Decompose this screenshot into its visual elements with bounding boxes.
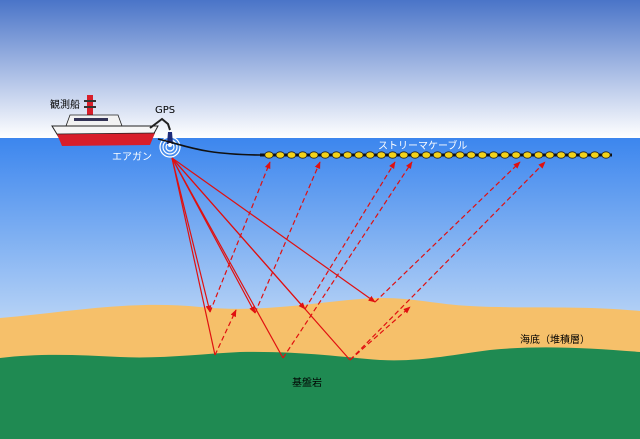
ray-reflected (214, 309, 237, 356)
ship-label: 観測船 (50, 98, 80, 111)
streamer-float (477, 151, 487, 159)
ray-down (171, 157, 212, 313)
streamer-float (511, 151, 521, 159)
airgun-label: エアガン (112, 151, 152, 163)
gps-label: GPS (155, 105, 175, 116)
bedrock-label: 基盤岩 (292, 376, 322, 389)
streamer-float (489, 151, 499, 159)
sea (0, 138, 640, 328)
ray-reflected (209, 161, 271, 313)
streamer-float (455, 151, 465, 159)
streamer-float (298, 151, 308, 159)
streamer-float (578, 151, 589, 159)
streamer-float (500, 151, 510, 159)
streamer-float (545, 151, 555, 159)
streamer-float (376, 151, 386, 159)
ray-reflected (349, 161, 546, 361)
streamer-float (387, 151, 398, 159)
streamer-float (432, 151, 443, 159)
streamer-float (522, 151, 533, 159)
ship-icon (51, 95, 171, 146)
streamer-float (286, 151, 297, 159)
streamer-float (601, 151, 611, 159)
streamer-float (399, 151, 409, 159)
streamer-float (421, 151, 431, 159)
streamer-float (410, 151, 420, 159)
streamer-float (466, 151, 476, 159)
streamer-float (331, 151, 341, 159)
streamer-cable-icon (260, 151, 612, 159)
ray-down (171, 157, 284, 359)
seabed-label: 海底（堆積層） (520, 333, 590, 346)
streamer-float (320, 151, 330, 159)
bedrock-layer (0, 347, 640, 439)
ray-reflected (374, 161, 521, 303)
streamer-float (567, 151, 577, 159)
streamer-float (275, 151, 285, 159)
streamer-float (590, 151, 600, 159)
ray-reflected (254, 161, 321, 314)
streamer-float (365, 151, 375, 159)
streamer-float (264, 151, 274, 159)
streamer-float (556, 151, 566, 159)
streamer-label: ストリーマケーブル (378, 139, 467, 152)
ray-reflected (282, 161, 413, 359)
streamer-float (342, 151, 353, 159)
ray-down (171, 157, 376, 303)
seismic-rays (171, 157, 546, 361)
streamer-float (533, 151, 544, 159)
tow-line (157, 138, 266, 156)
streamer-float (444, 151, 454, 159)
streamer-float (309, 151, 319, 159)
ray-down (171, 157, 216, 356)
ray-reflected (349, 306, 411, 361)
ray-reflected (304, 161, 396, 310)
ray-down (171, 157, 351, 361)
streamer-float (354, 151, 364, 159)
